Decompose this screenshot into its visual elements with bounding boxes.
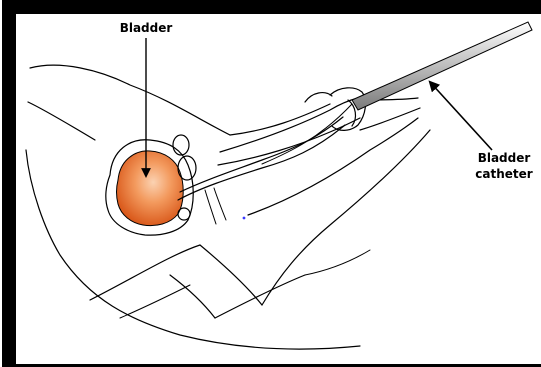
canvas-area: [16, 14, 541, 364]
bladder-label: Bladder: [120, 21, 173, 35]
bladder: [117, 151, 184, 226]
catheter-label-line1: Bladder: [478, 151, 531, 165]
catheter-label-line2: catheter: [475, 167, 533, 181]
